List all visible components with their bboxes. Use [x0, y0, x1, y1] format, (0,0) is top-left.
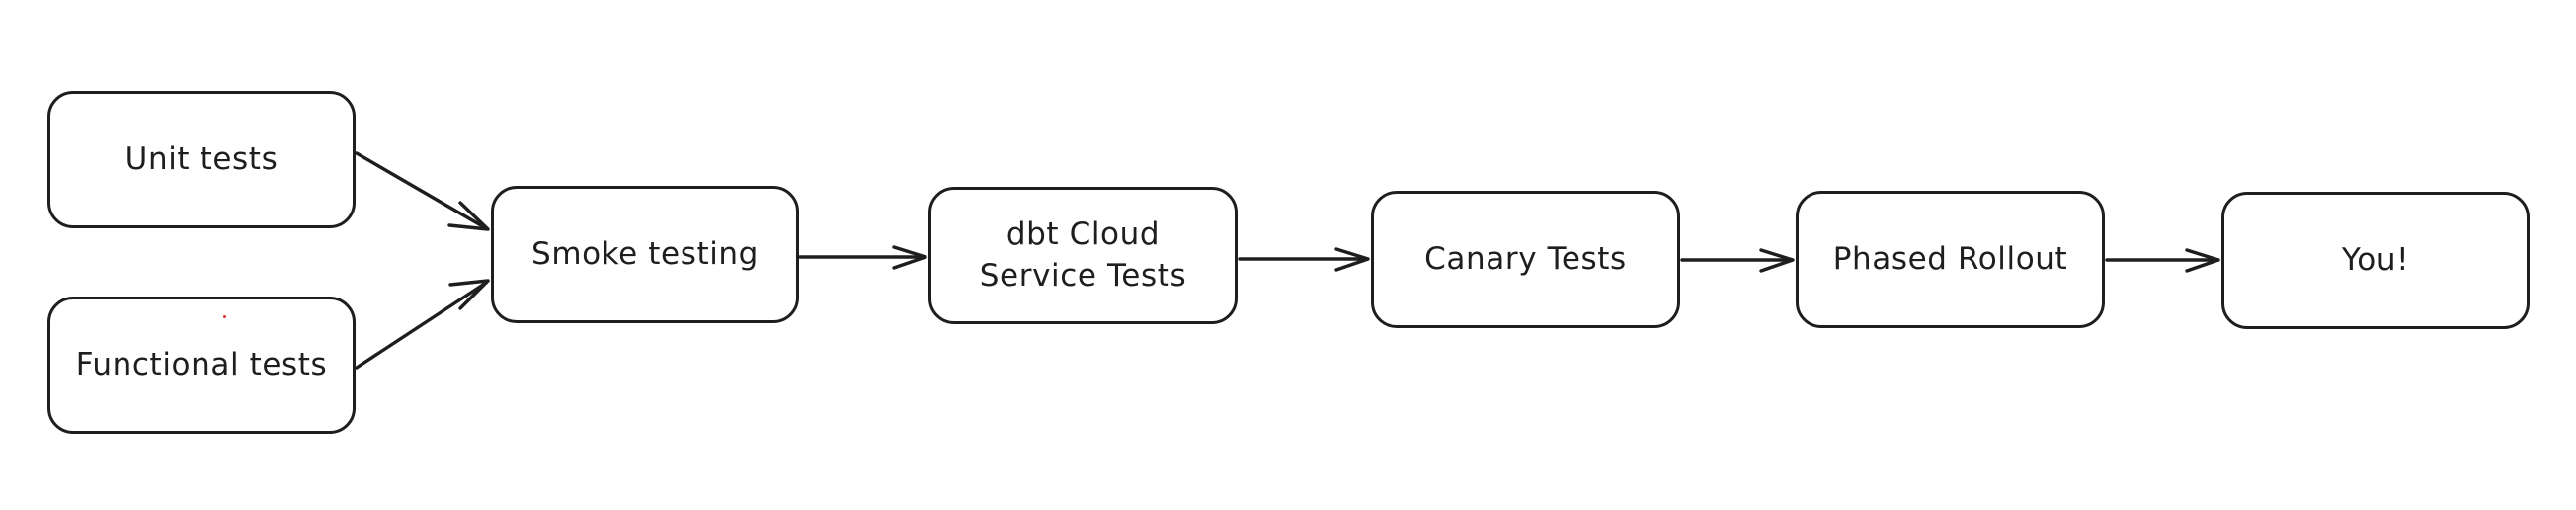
node-dbt-cloud-service-tests-label: dbt Cloud Service Tests — [979, 215, 1187, 294]
node-functional-tests-label: Functional tests — [75, 346, 328, 382]
edge-functional-to-smoke — [355, 279, 490, 370]
node-smoke-testing-label: Smoke testing — [531, 235, 759, 272]
node-phased-rollout-label: Phased Rollout — [1832, 240, 2068, 277]
node-canary-tests-label: Canary Tests — [1424, 240, 1627, 277]
edge-smoke-to-dbt — [798, 245, 927, 270]
node-phased-rollout[interactable]: Phased Rollout — [1796, 191, 2105, 328]
stray-red-dot — [223, 315, 226, 318]
node-dbt-cloud-service-tests[interactable]: dbt Cloud Service Tests — [928, 187, 1238, 324]
node-unit-tests-label: Unit tests — [124, 140, 279, 177]
node-unit-tests[interactable]: Unit tests — [47, 91, 356, 228]
edge-phased-to-you — [2105, 248, 2220, 273]
node-you[interactable]: You! — [2221, 192, 2530, 329]
node-smoke-testing[interactable]: Smoke testing — [491, 186, 799, 323]
edge-unit-to-smoke — [355, 151, 490, 231]
node-you-label: You! — [2341, 241, 2410, 278]
node-functional-tests[interactable]: Functional tests — [47, 297, 356, 434]
edge-dbt-to-canary — [1238, 247, 1370, 272]
edge-canary-to-phased — [1680, 248, 1795, 273]
node-canary-tests[interactable]: Canary Tests — [1371, 191, 1680, 328]
